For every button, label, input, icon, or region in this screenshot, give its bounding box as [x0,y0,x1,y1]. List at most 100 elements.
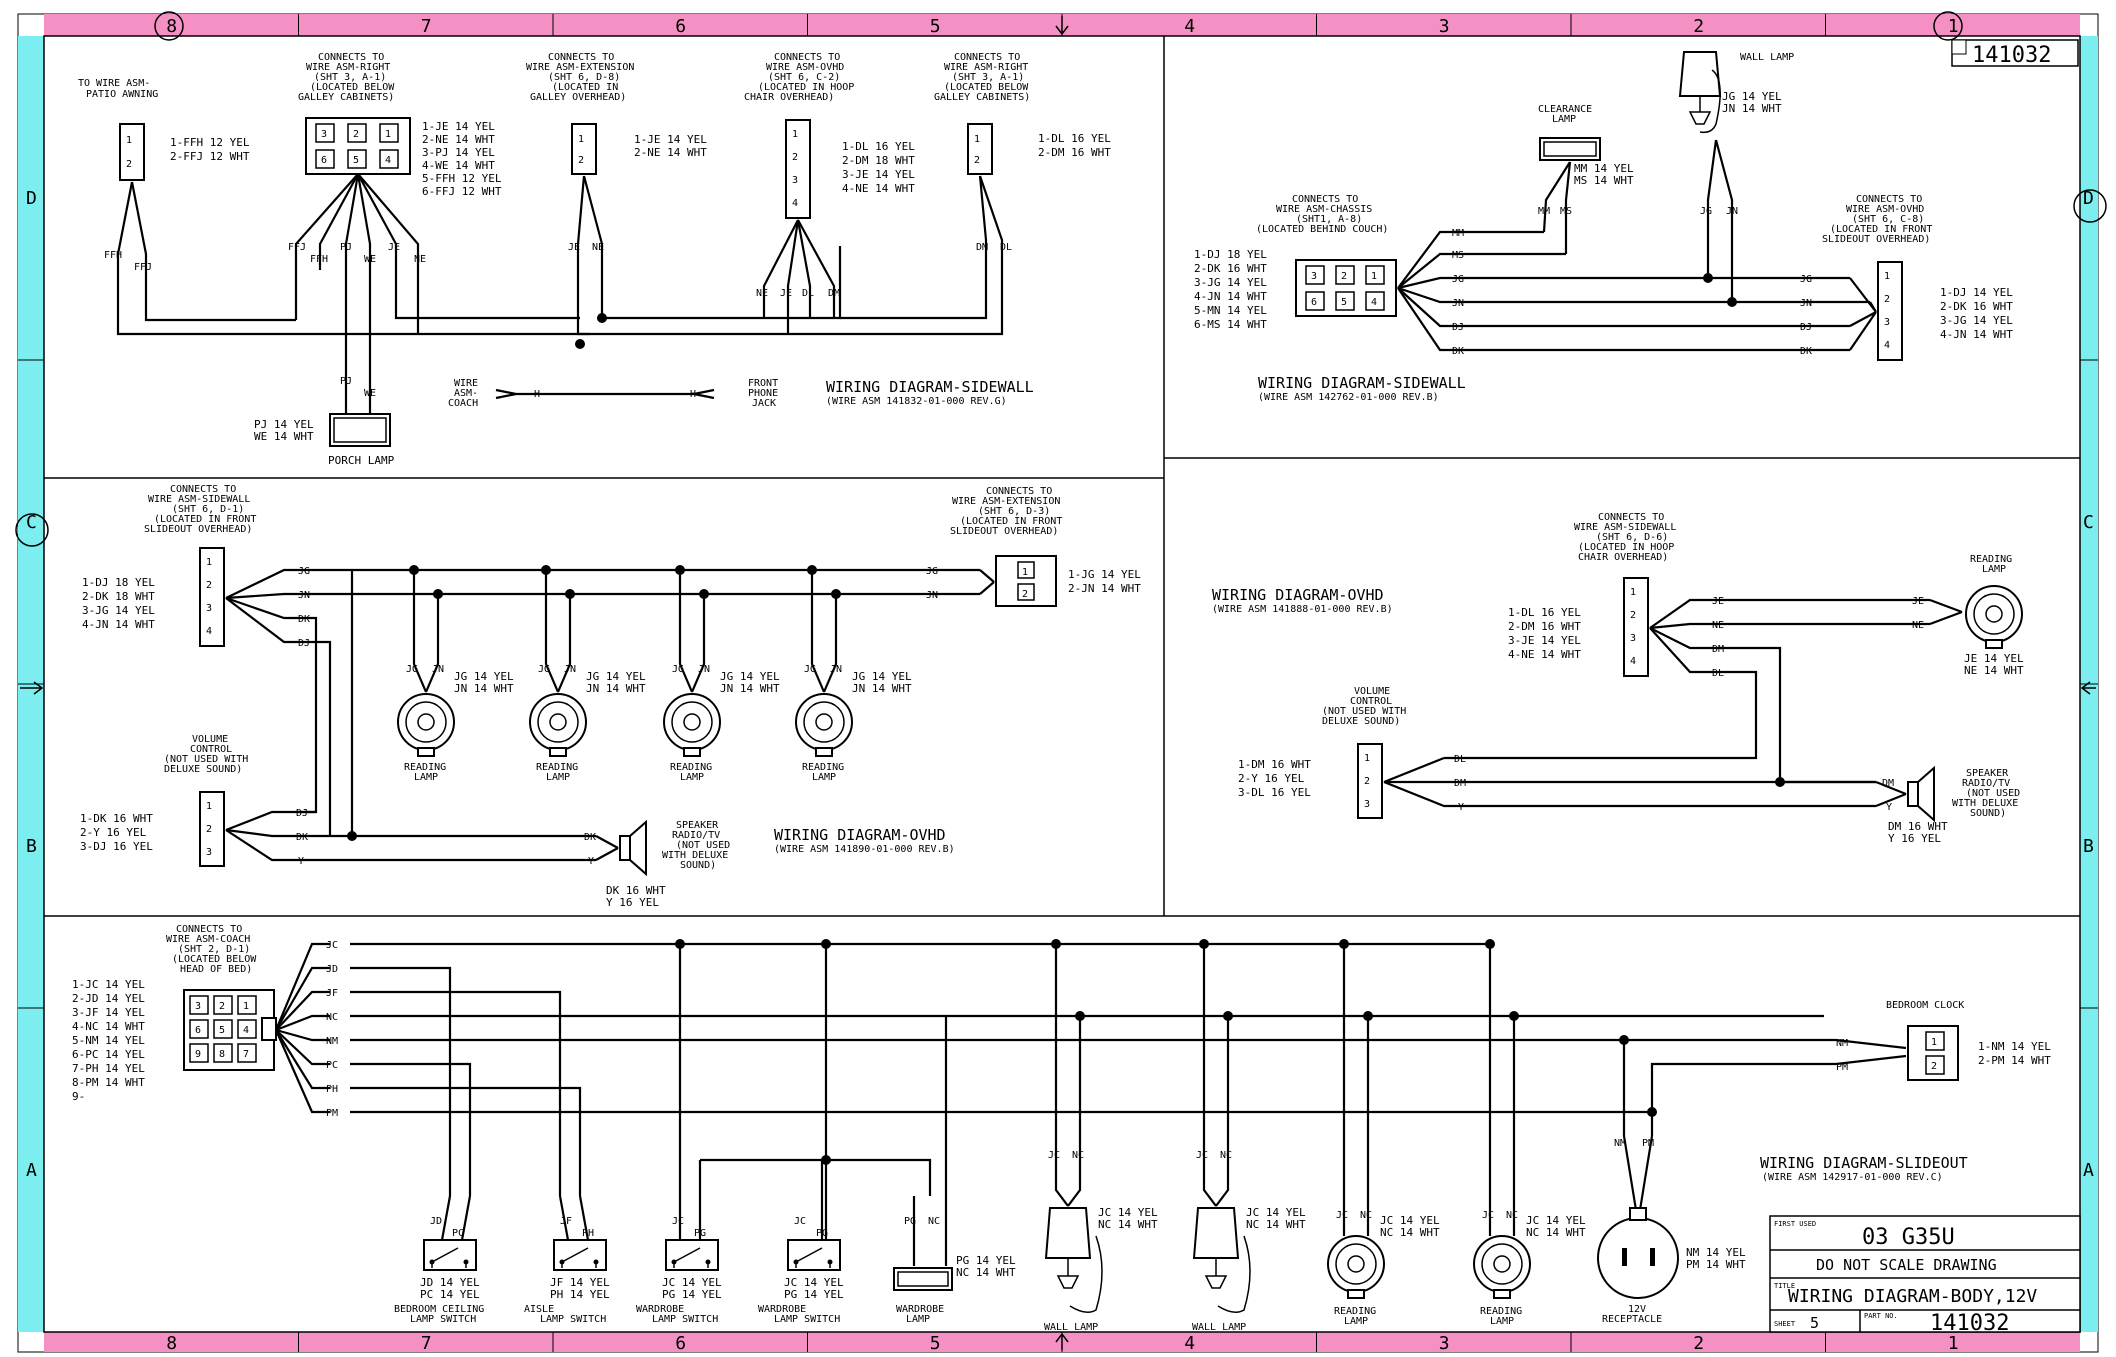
pin-label: WE 14 WHT [254,430,314,443]
wire-label: JN [432,664,444,675]
clearance-lamp [1539,137,1601,161]
volume-title-1: VOLUME [192,734,228,745]
svg-text:DK: DK [298,614,310,625]
reading-lamp-label: LAMP [414,772,438,783]
volume2-title-2: CONTROL [1350,696,1392,707]
sidewall2-title-5: CHAIR OVERHEAD) [1578,552,1668,563]
receptacle-icon [1597,1207,1679,1299]
splice-dot [597,313,607,323]
pin-label: 1-DL 16 YEL [842,140,915,153]
wire-label: FFJ [134,262,152,273]
ovhd-title-5: CHAIR OVERHEAD) [744,92,834,103]
zone-row-label: A [26,1160,37,1181]
svg-text:RADIO/TV: RADIO/TV [672,830,720,841]
pin-label: JN 14 WHT [852,682,912,695]
svg-text:DL: DL [1712,668,1724,679]
wire-label: WE [364,254,376,265]
right2-title-4: (LOCATED BELOW [944,82,1029,93]
zone-col-label: 8 [166,16,177,37]
pin-label: 2-NE 14 WHT [422,133,495,146]
volume2-title-4: DELUXE SOUND) [1322,716,1400,727]
wire-label: JD [326,964,338,975]
pin-label: JN 14 WHT [720,682,780,695]
svg-text:4-JN 14 WHT: 4-JN 14 WHT [1194,290,1267,303]
wire-label: FFJ [288,242,306,253]
svg-text:3: 3 [792,175,798,186]
wire-label: JN [830,664,842,675]
svg-text:4: 4 [385,155,391,166]
right2-title-1: CONNECTS TO [954,52,1020,63]
center-arrow-left [20,681,44,695]
wardrobe-lamp-label: WARDROBE [896,1304,944,1315]
first-used-label: FIRST USED [1774,1220,1816,1228]
splice-dot [1223,1011,1233,1021]
svg-text:3: 3 [1311,271,1317,282]
svg-text:5: 5 [1341,297,1347,308]
wire-label: PM [326,1108,338,1119]
pin-label: JD 14 YEL [420,1276,480,1289]
extension-title-4: (LOCATED IN [552,82,618,93]
pin-label: NC 14 WHT [1246,1218,1306,1231]
sheet-label: SHEET [1774,1320,1796,1328]
splice-dot [821,939,831,949]
extension-connector [995,555,1057,607]
svg-text:SOUND): SOUND) [1970,808,2006,819]
svg-text:JN: JN [298,590,310,601]
splice-dot [1199,939,1209,949]
pin-label: JC 14 YEL [1380,1214,1440,1227]
pin-label: 6-FFJ 12 WHT [422,185,502,198]
wire-label: JC [672,1216,684,1227]
ext-title-1: CONNECTS TO [986,486,1052,497]
svg-text:3-DL 16 YEL: 3-DL 16 YEL [1238,786,1311,799]
ext-title-3: (SHT 6, D-3) [978,506,1050,517]
wire-label: PC [452,1228,464,1239]
wire-label: JN [926,590,938,601]
svg-text:2: 2 [1341,271,1347,282]
diagram-subtitle: (WIRE ASM 142762-01-000 REV.B) [1258,392,1439,403]
svg-text:2: 2 [1022,589,1028,600]
wire-label: Y [298,856,304,867]
svg-text:4-NE 14 WHT: 4-NE 14 WHT [1508,648,1581,661]
svg-text:1: 1 [1931,1037,1937,1048]
zone-marker-circle [2073,189,2107,223]
svg-text:4: 4 [206,626,212,637]
wire-label: DJ [296,808,308,819]
svg-text:3-JG 14 YEL: 3-JG 14 YEL [1194,276,1267,289]
svg-text:4: 4 [1630,656,1636,667]
svg-text:1: 1 [1364,753,1370,764]
porch-lamp [329,413,391,447]
receptacle-label: RECEPTACLE [1602,1314,1662,1325]
svg-text:JN: JN [1452,298,1464,309]
clearance-label-2: LAMP [1552,114,1576,125]
coach-connector [183,989,275,1071]
wire-label: Y [1886,802,1892,813]
drawing-title: WIRING DIAGRAM-BODY,12V [1788,1286,2037,1307]
svg-text:1-DJ 14 YEL: 1-DJ 14 YEL [1940,286,2013,299]
right-title-2: WIRE ASM-RIGHT [306,62,390,73]
svg-text:1: 1 [1630,587,1636,598]
awning-title-2: PATIO AWNING [86,89,158,100]
lamp-switch-icon [423,1239,477,1271]
pin-label: 4-WE 14 WHT [422,159,495,172]
splice-dot [1339,939,1349,949]
wire-label: JF [326,988,338,999]
wire-label: DL [1454,754,1466,765]
wire-label: NE [414,254,426,265]
title-block: FIRST USED 03 G35U DO NOT SCALE DRAWING … [1769,1215,2081,1336]
sidewall-diagram-2: CONNECTS TO WIRE ASM-CHASSIS (SHT1, A-8)… [1194,51,2013,403]
svg-text:MM: MM [1452,228,1464,239]
extension-connector [571,123,597,175]
zone-col-label: 6 [675,1333,686,1354]
coach-title-3: (SHT 2, D-1) [178,944,250,955]
svg-text:DJ: DJ [1800,322,1812,333]
svg-text:2: 2 [1884,294,1890,305]
pin-label: JC 14 YEL [662,1276,722,1289]
pin-label: JC 14 YEL [1246,1206,1306,1219]
pin-label: 2-DM 16 WHT [1038,146,1111,159]
zone-row-label: C [2083,512,2094,533]
svg-text:4: 4 [1371,297,1377,308]
svg-text:SPEAKER: SPEAKER [676,820,719,831]
